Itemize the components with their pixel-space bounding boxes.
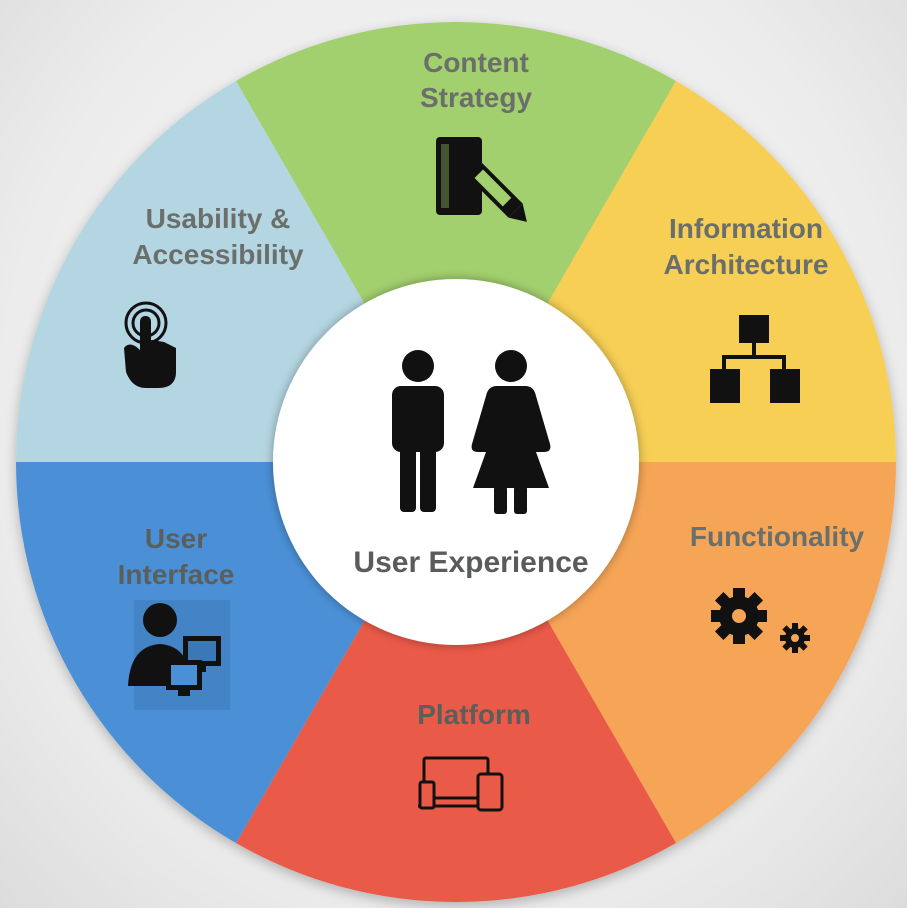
touch-hand-icon	[124, 301, 176, 388]
segment-user-interface: User Interface	[118, 523, 235, 710]
segment-label-information-architecture-line-1: Information	[669, 213, 823, 244]
segment-label-information-architecture-line-2: Architecture	[664, 249, 829, 280]
center-label: User Experience	[353, 546, 588, 579]
segment-label-platform: Platform	[417, 699, 531, 730]
segment-label-user-interface-line-2: Interface	[118, 559, 235, 590]
gears-icon	[711, 588, 810, 653]
people-icon	[392, 350, 551, 514]
sitemap-icon	[710, 315, 800, 403]
segment-wedge-platform	[236, 462, 676, 902]
segment-label-functionality: Functionality	[690, 521, 865, 552]
segment-label-user-interface-line-1: User	[145, 523, 207, 554]
segment-label-usability-accessibility-line-1: Usability &	[146, 203, 291, 234]
segment-label-content-strategy-line-2: Strategy	[420, 82, 532, 113]
segment-content-strategy: Content Strategy	[420, 47, 532, 222]
segment-label-content-strategy-line-1: Content	[423, 47, 529, 78]
segment-platform: Platform	[417, 699, 531, 812]
devices-icon	[418, 756, 504, 812]
segment-information-architecture: Information Architecture	[664, 213, 829, 403]
segment-label-usability-accessibility-line-2: Accessibility	[132, 239, 304, 270]
segment-usability-accessibility: Usability & Accessibility	[124, 203, 304, 388]
book-pencil-icon	[436, 137, 527, 222]
segment-functionality: Functionality	[690, 521, 865, 653]
center-hub: User Experience	[273, 279, 639, 645]
user-monitor-icon	[128, 600, 230, 710]
segment-wedge-content-strategy	[236, 21, 676, 463]
